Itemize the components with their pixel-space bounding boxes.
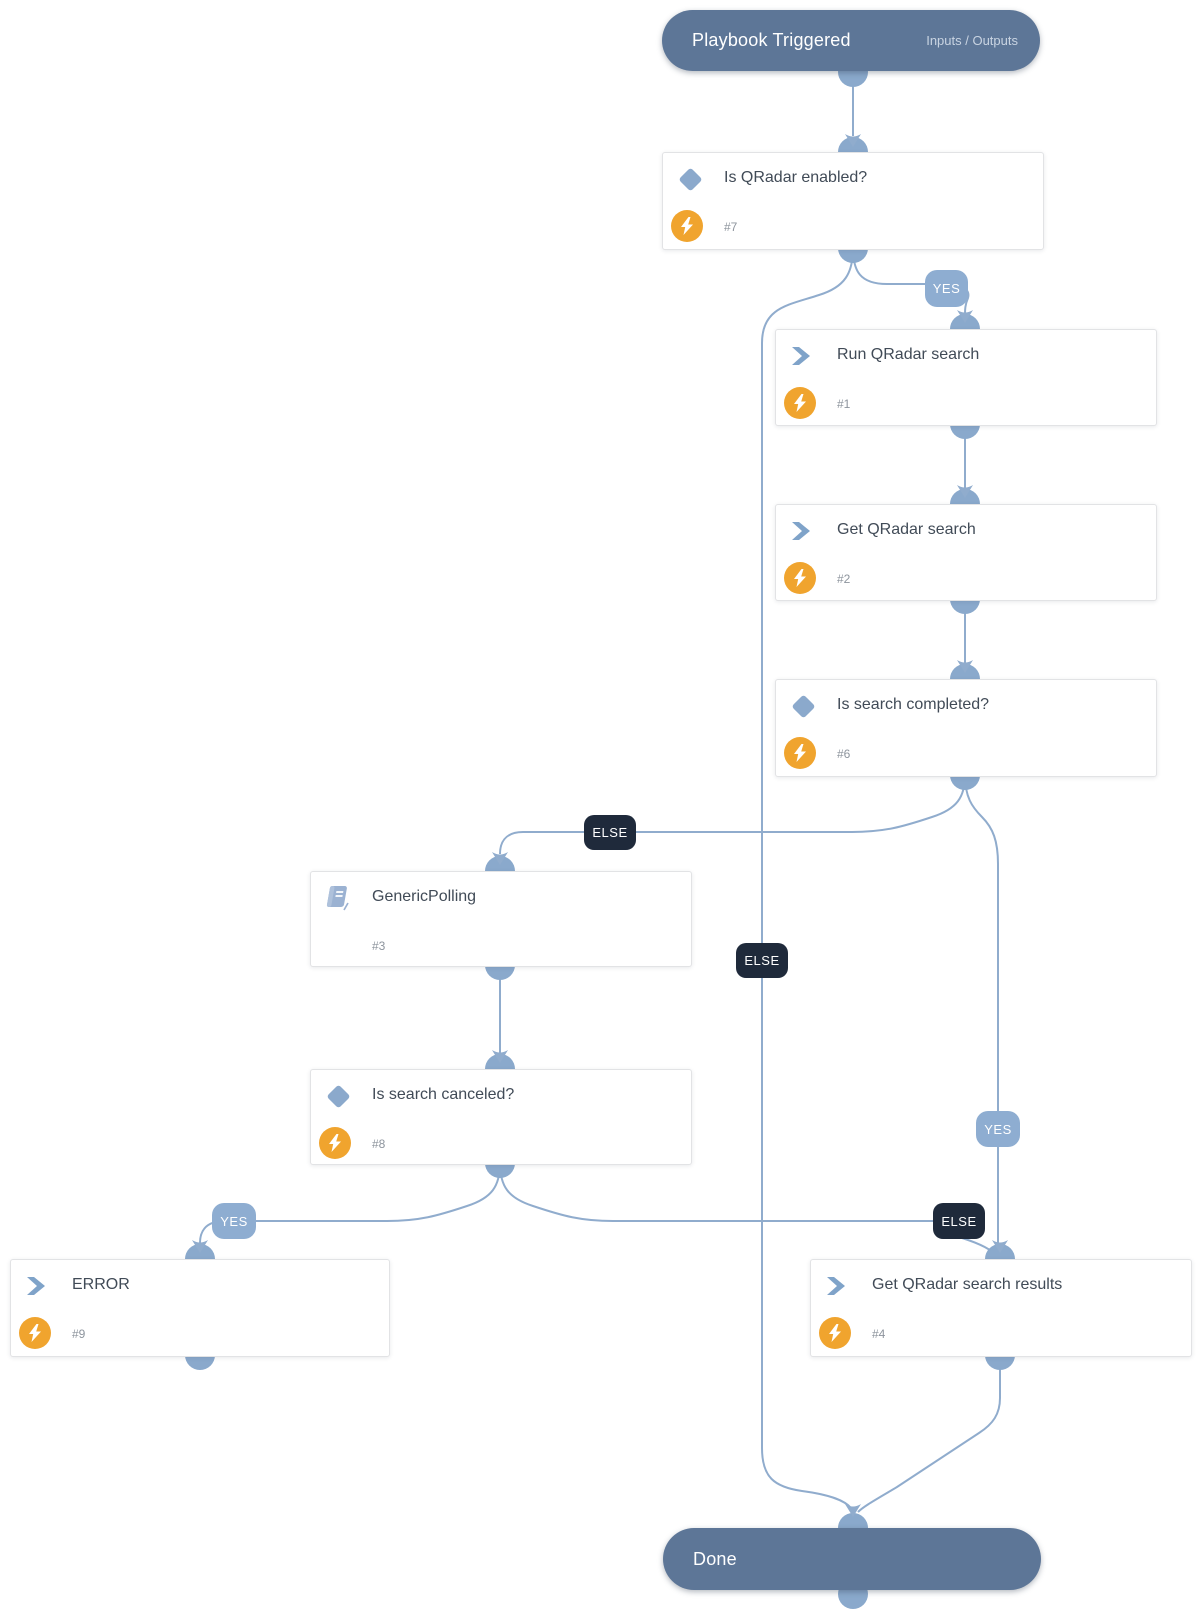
- automation-bolt-icon: [819, 1317, 851, 1349]
- condition-diamond-icon: [676, 165, 706, 195]
- edge-label-yes-run-search: YES: [925, 270, 968, 307]
- done-label: Done: [693, 1548, 737, 1569]
- task-title: Get QRadar search results: [872, 1276, 1063, 1293]
- edge-label-else-generic-polling: ELSE: [584, 815, 636, 850]
- task-id: #1: [837, 397, 851, 411]
- edge-label-yes-error: YES: [212, 1203, 256, 1239]
- action-chevron-icon: [827, 1277, 857, 1307]
- edge-completed-yes-to-results: [964, 774, 999, 1243]
- task-node-run-qradar-search[interactable]: Run QRadar search #1: [775, 329, 1157, 426]
- automation-bolt-icon: [671, 210, 703, 242]
- automation-bolt-icon: [784, 387, 816, 419]
- edge-label-yes-search-results: YES: [976, 1111, 1020, 1147]
- action-chevron-icon: [792, 347, 822, 377]
- task-node-is-search-canceled[interactable]: Is search canceled? #8: [310, 1069, 692, 1165]
- connector-arrowheads: [192, 134, 1008, 1517]
- automation-bolt-icon: [784, 562, 816, 594]
- edge-label-else-main-branch: ELSE: [736, 943, 788, 978]
- task-title: Is search canceled?: [372, 1086, 515, 1103]
- action-chevron-icon: [27, 1277, 57, 1307]
- edge-canceled-yes-to-error: [199, 1162, 501, 1244]
- edge-enabled-else-to-done: [761, 247, 854, 1509]
- sub-playbook-book-icon: [322, 882, 352, 912]
- task-node-generic-polling[interactable]: GenericPolling #3: [310, 871, 692, 967]
- automation-bolt-icon: [784, 737, 816, 769]
- inputs-outputs-link[interactable]: Inputs / Outputs: [926, 33, 1018, 48]
- task-title: GenericPolling: [372, 888, 477, 905]
- task-title: Run QRadar search: [837, 346, 980, 363]
- edge-results-to-done: [857, 1355, 1001, 1513]
- task-title: Is search completed?: [837, 696, 990, 713]
- task-node-is-qradar-enabled[interactable]: Is QRadar enabled? #7: [662, 152, 1044, 250]
- edge-completed-else-to-polling: [499, 774, 966, 855]
- edge-canceled-else-to-results: [499, 1162, 941, 1222]
- task-id: #9: [72, 1327, 86, 1341]
- action-chevron-icon: [792, 522, 822, 552]
- task-id: #8: [372, 1137, 386, 1151]
- task-title: Get QRadar search: [837, 521, 976, 538]
- task-node-get-qradar-search-results[interactable]: Get QRadar search results #4: [810, 1259, 1192, 1357]
- task-title: Is QRadar enabled?: [724, 169, 868, 186]
- playbook-trigger-node[interactable]: Playbook Triggered Inputs / Outputs: [662, 10, 1040, 71]
- task-node-error[interactable]: ERROR #9: [10, 1259, 390, 1357]
- task-id: #2: [837, 572, 851, 586]
- task-node-is-search-completed[interactable]: Is search completed? #6: [775, 679, 1157, 777]
- condition-diamond-icon: [324, 1082, 354, 1112]
- task-node-get-qradar-search[interactable]: Get QRadar search #2: [775, 504, 1157, 601]
- task-id: #3: [372, 939, 386, 953]
- task-title: ERROR: [72, 1276, 130, 1293]
- task-id: #7: [724, 220, 738, 234]
- task-id: #6: [837, 747, 851, 761]
- automation-bolt-icon: [19, 1317, 51, 1349]
- playbook-trigger-label: Playbook Triggered: [692, 30, 851, 50]
- connector-lines: [199, 72, 1001, 1513]
- task-id: #4: [872, 1327, 886, 1341]
- edge-label-else-search-results: ELSE: [933, 1203, 985, 1239]
- condition-diamond-icon: [789, 692, 819, 722]
- playbook-done-node[interactable]: Done: [663, 1528, 1041, 1590]
- automation-bolt-icon: [319, 1127, 351, 1159]
